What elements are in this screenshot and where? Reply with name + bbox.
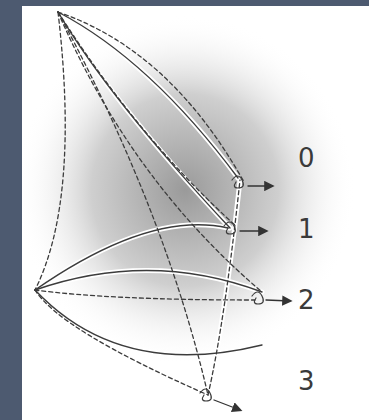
position-number: 2 (298, 287, 315, 313)
position-number: 0 (298, 145, 315, 171)
position-number: 1 (298, 216, 315, 242)
position-number: 3 (298, 368, 315, 394)
